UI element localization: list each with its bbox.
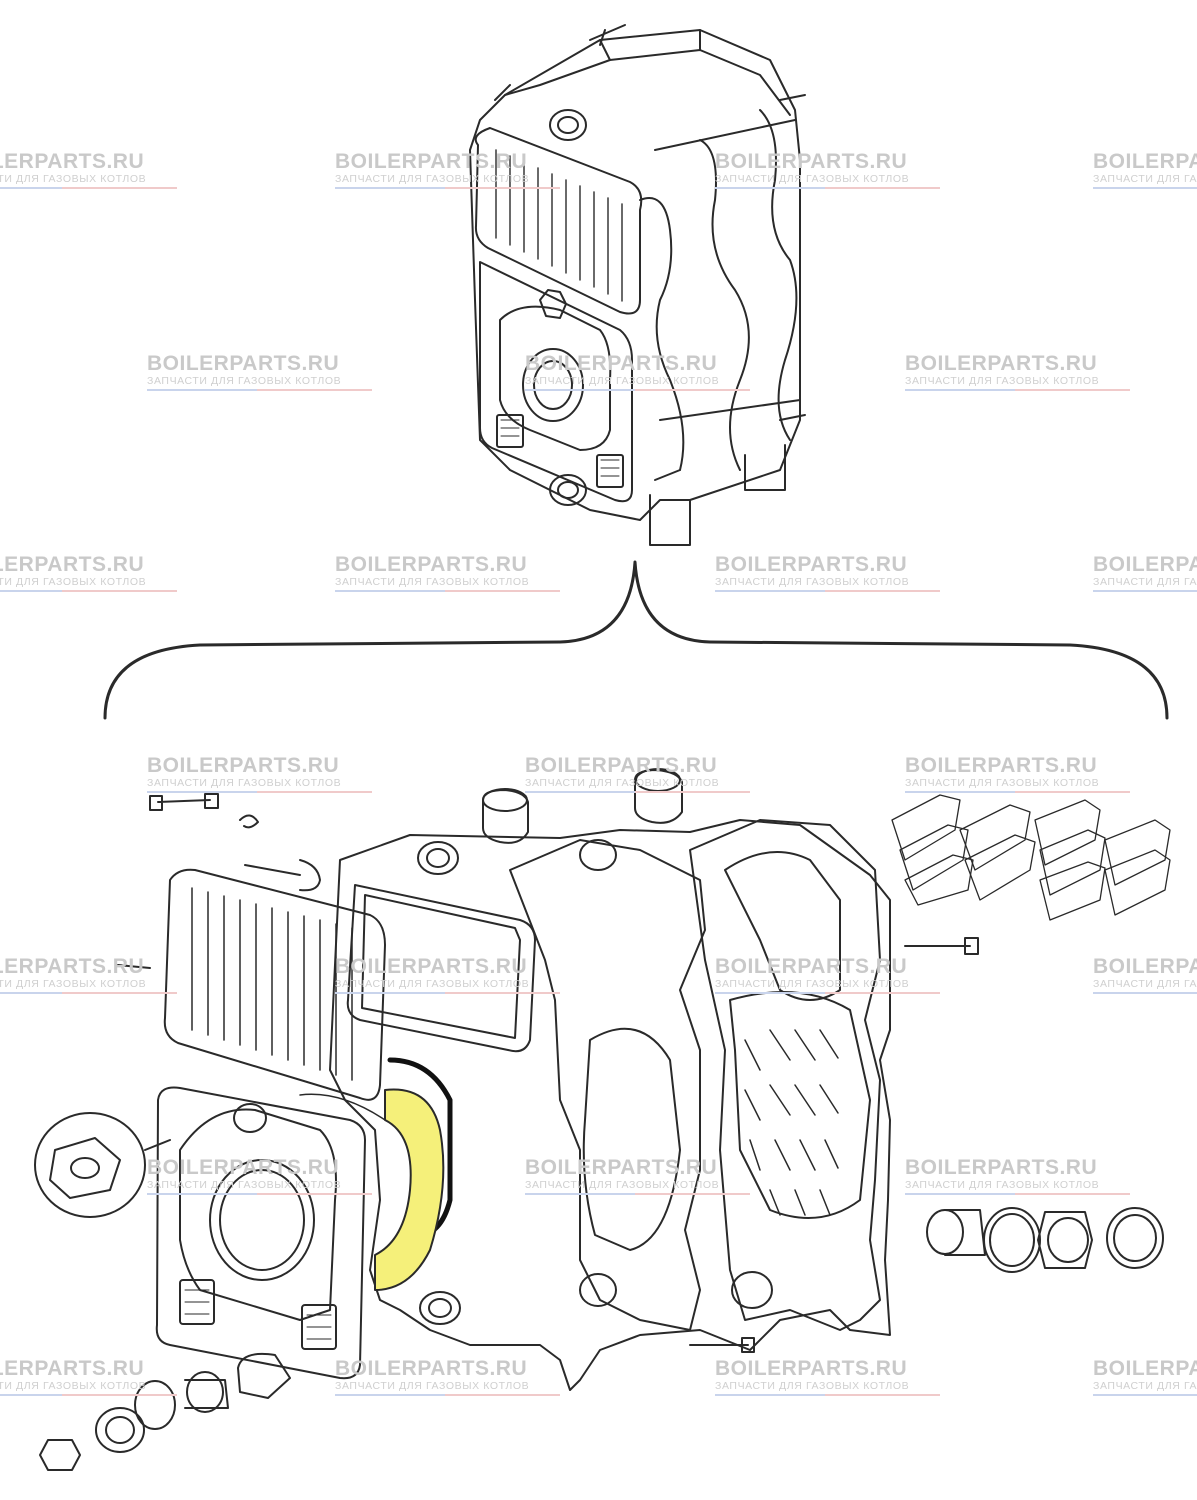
exploded-heat-exchanger bbox=[34, 768, 1171, 1471]
brace bbox=[103, 560, 1169, 720]
gasket-ring-highlight bbox=[374, 1088, 445, 1291]
assembled-heat-exchanger bbox=[469, 24, 806, 546]
